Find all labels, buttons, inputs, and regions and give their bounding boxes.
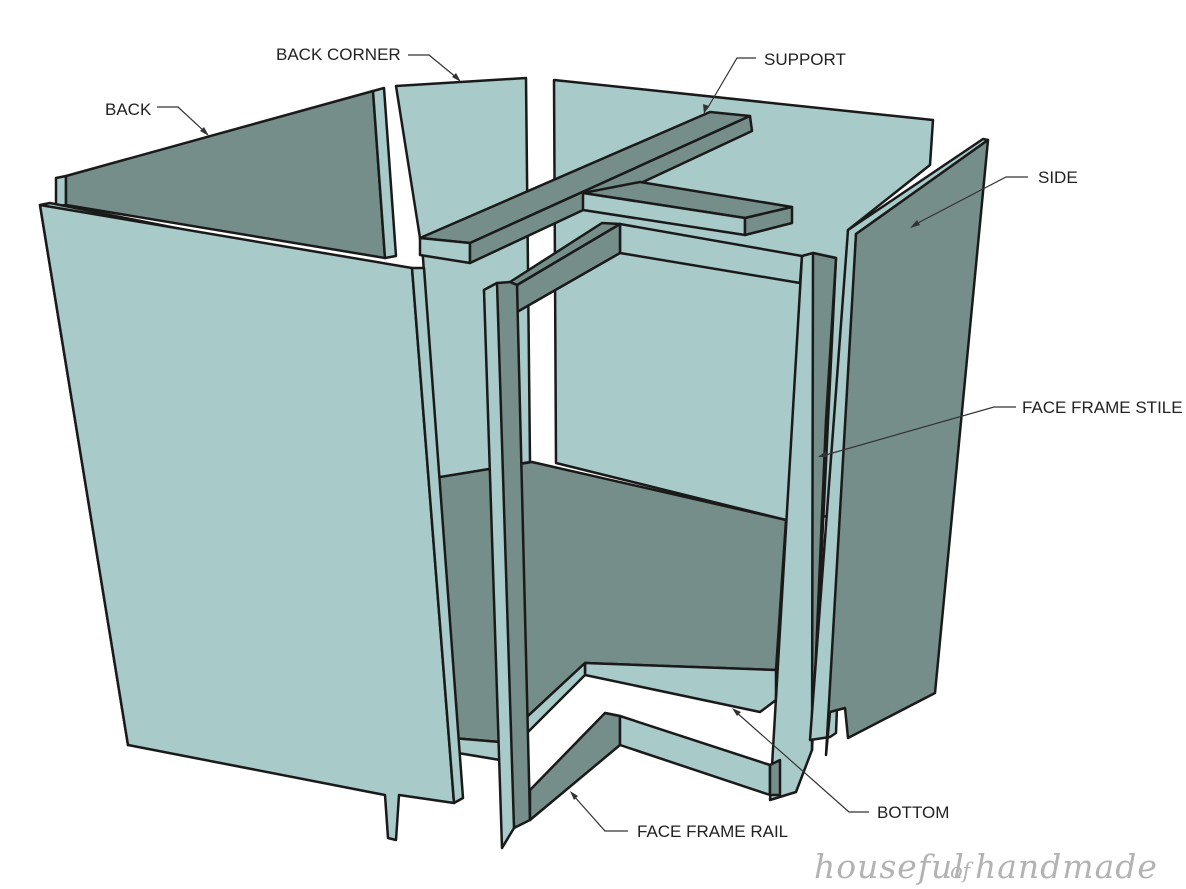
label-side: SIDE	[1038, 168, 1078, 187]
label-bottom: BOTTOM	[877, 803, 949, 822]
watermark-word-handmade: handmade	[975, 847, 1158, 886]
brand-watermark: houseful of handmade	[814, 847, 1158, 886]
back-panel	[54, 86, 398, 260]
label-face-frame-rail: FACE FRAME RAIL	[637, 822, 788, 841]
label-back: BACK	[105, 100, 152, 119]
face-frame	[482, 221, 838, 850]
watermark-word-houseful: houseful	[814, 847, 965, 886]
label-face-frame-stile: FACE FRAME STILE	[1022, 398, 1183, 417]
label-back-corner: BACK CORNER	[276, 45, 401, 64]
leader-lines	[157, 54, 1028, 832]
label-support: SUPPORT	[764, 50, 846, 69]
watermark-word-of: of	[950, 859, 974, 883]
support-cross-board	[581, 180, 794, 237]
left-side-panel	[38, 201, 465, 842]
side-panel	[808, 137, 990, 757]
